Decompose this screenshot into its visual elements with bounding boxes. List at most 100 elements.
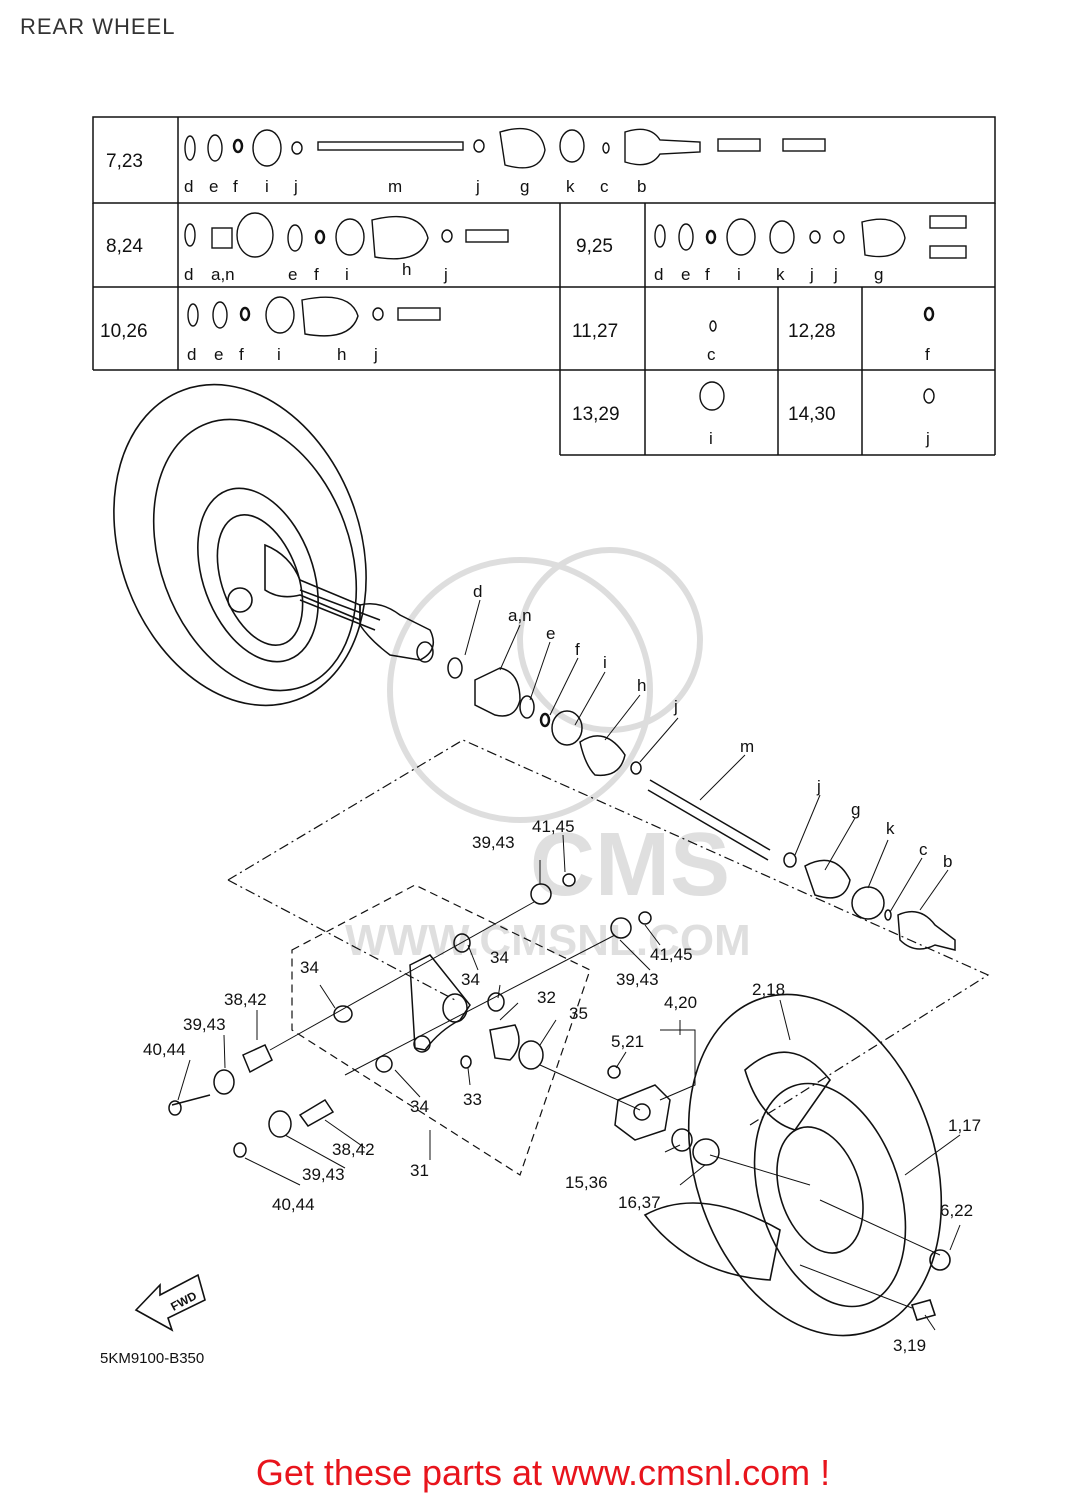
diagram-code: 5KM9100-B350 — [100, 1350, 205, 1367]
callout-16-37: 16,37 — [618, 1193, 661, 1212]
left-wheel — [113, 383, 367, 707]
assembly-frame — [227, 739, 990, 1126]
row-3-icons — [187, 296, 441, 337]
row-3-letter-f: f — [239, 345, 244, 364]
callout-an: a,n — [508, 606, 532, 625]
callout-j: j — [673, 697, 678, 716]
callout-h: h — [637, 676, 646, 695]
callout-labels: d a,n e f i h j m j g k c b 41,45 39,43 … — [143, 582, 981, 1355]
cell-letter-i: i — [709, 429, 713, 448]
bracket-frame — [291, 884, 591, 1176]
row-number-4: 10,26 — [100, 321, 148, 342]
cell-letter-j: j — [925, 429, 930, 448]
callout-38-42-b: 38,42 — [332, 1140, 375, 1159]
callout-d: d — [473, 582, 482, 601]
row-2b-letter-e: e — [681, 265, 690, 284]
row-2b-letter-f: f — [705, 265, 710, 284]
row-number-7: 13,29 — [572, 404, 620, 425]
callout-5-21: 5,21 — [611, 1032, 644, 1051]
row-2b-letter-j2: j — [833, 265, 838, 284]
row-number-5: 11,27 — [572, 321, 618, 342]
watermark: CMS WWW.CMSNL.COM — [345, 547, 751, 965]
row-1-letter-j2: j — [475, 177, 480, 196]
callout-2-18: 2,18 — [752, 980, 785, 999]
fwd-arrow-icon — [134, 1273, 206, 1332]
callout-k: k — [886, 819, 895, 838]
row-3-letter-i: i — [277, 345, 281, 364]
callout-39-43-c: 39,43 — [183, 1015, 226, 1034]
row-1-letter-i: i — [265, 177, 269, 196]
row-number-1: 7,23 — [106, 151, 143, 172]
callout-41-45-b: 41,45 — [650, 945, 693, 964]
callout-40-44-a: 40,44 — [143, 1040, 186, 1059]
callout-3-19: 3,19 — [893, 1336, 926, 1355]
callout-b: b — [943, 852, 952, 871]
callout-f: f — [575, 640, 580, 659]
row-number-6: 12,28 — [788, 321, 836, 342]
callout-31: 31 — [410, 1161, 429, 1180]
callout-39-43-a: 39,43 — [472, 833, 515, 852]
single-part-icons — [699, 306, 935, 411]
row-3-letter-j: j — [373, 345, 378, 364]
row-2-letter-e: e — [288, 265, 297, 284]
callout-j2: j — [816, 777, 821, 796]
row-2-letter-i: i — [345, 265, 349, 284]
row-3-letter-e: e — [214, 345, 223, 364]
row-1-letter-m: m — [388, 177, 402, 196]
row-1-letter-d: d — [184, 177, 193, 196]
footer-promo-link[interactable]: Get these parts at www.cmsnl.com ! — [255, 1452, 831, 1493]
row-2-letter-h: h — [402, 260, 411, 279]
callout-g: g — [851, 800, 860, 819]
watermark-url: WWW.CMSNL.COM — [345, 916, 751, 965]
callout-34-b: 34 — [461, 970, 480, 989]
callout-6-22: 6,22 — [940, 1201, 973, 1220]
leader-lines — [177, 599, 961, 1331]
row-1-letter-c: c — [600, 177, 609, 196]
right-wheel — [643, 993, 951, 1337]
callout-34-a: 34 — [300, 958, 319, 977]
row-2-letter-d: d — [184, 265, 193, 284]
page-title: REAR WHEEL — [20, 14, 176, 39]
row-2b-letter-d: d — [654, 265, 663, 284]
row-2b-letter-i: i — [737, 265, 741, 284]
row-2-letter-j: j — [443, 265, 448, 284]
row-1-letter-g: g — [520, 177, 529, 196]
row-2-letter-f: f — [314, 265, 319, 284]
callout-e: e — [546, 624, 555, 643]
row-2b-letter-j: j — [809, 265, 814, 284]
hub-parts — [607, 1065, 720, 1166]
row-number-2: 8,24 — [106, 236, 143, 257]
row-2b-icons — [654, 215, 967, 259]
callout-39-43-d: 39,43 — [302, 1165, 345, 1184]
callout-32: 32 — [537, 988, 556, 1007]
callout-4-20: 4,20 — [664, 993, 697, 1012]
callout-1-17: 1,17 — [948, 1116, 981, 1135]
row-2b-letter-g: g — [874, 265, 883, 284]
row-3-letter-d: d — [187, 345, 196, 364]
parts-table — [92, 116, 996, 456]
row-2-letter-an: a,n — [211, 265, 235, 284]
callout-41-45-a: 41,45 — [532, 817, 575, 836]
watermark-brand: CMS — [530, 815, 730, 915]
row-1-letter-b: b — [637, 177, 646, 196]
row-1-letter-f: f — [233, 177, 238, 196]
cell-letter-f: f — [925, 345, 930, 364]
drive-shaft — [299, 589, 435, 663]
row-1-letter-j: j — [293, 177, 298, 196]
callout-15-36: 15,36 — [565, 1173, 608, 1192]
callout-34-c: 34 — [490, 948, 509, 967]
row-1-letter-e: e — [209, 177, 218, 196]
callout-33: 33 — [463, 1090, 482, 1109]
callout-m: m — [740, 737, 754, 756]
row-1-letter-k: k — [566, 177, 575, 196]
row-1-icons — [184, 127, 826, 169]
callout-34-d: 34 — [410, 1097, 429, 1116]
callout-40-44-b: 40,44 — [272, 1195, 315, 1214]
row-3-letter-h: h — [337, 345, 346, 364]
callout-39-43-b: 39,43 — [616, 970, 659, 989]
callout-38-42-a: 38,42 — [224, 990, 267, 1009]
row-2b-letter-k: k — [776, 265, 785, 284]
row-number-3: 9,25 — [576, 236, 613, 257]
callout-c: c — [919, 840, 928, 859]
